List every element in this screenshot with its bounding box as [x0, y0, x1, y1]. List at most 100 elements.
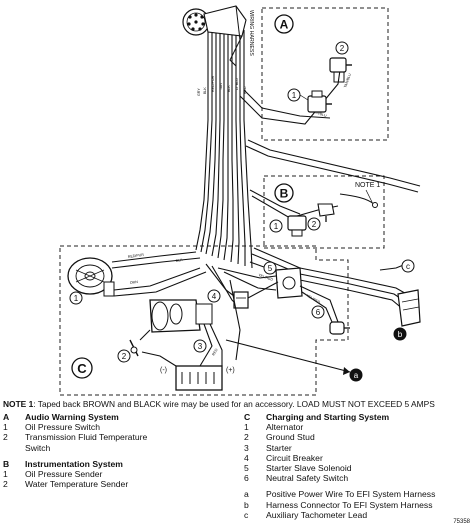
- svg-text:TAN: TAN: [219, 83, 223, 90]
- svg-text:BLK: BLK: [175, 258, 183, 263]
- svg-text:5: 5: [268, 264, 273, 273]
- svg-text:BLK: BLK: [227, 85, 231, 92]
- svg-text:1: 1: [274, 222, 279, 231]
- legend-item-key: [3, 443, 25, 453]
- legend-item: 2 Transmission Fluid Temperature: [3, 432, 231, 442]
- callout-c5: 5: [263, 261, 277, 275]
- starter-slave-solenoid: [275, 267, 303, 299]
- svg-text:1: 1: [292, 91, 297, 100]
- svg-text:c: c: [406, 262, 410, 271]
- branch-section-a: [239, 69, 421, 193]
- legend-item: 6 Neutral Safety Switch: [244, 473, 472, 483]
- legend-item-text: Neutral Safety Switch: [266, 473, 349, 484]
- starter: [149, 299, 213, 333]
- svg-text:1: 1: [74, 294, 79, 303]
- legend-item-text: Transmission Fluid Temperature: [25, 432, 148, 443]
- legend: NOTE 1: Taped back BROWN and BLACK wire …: [0, 399, 474, 530]
- wiring-diagram: WIRING HARNESS GRY BLK RED/PUR TAN BLK L…: [59, 5, 421, 396]
- legend-item-key: 2: [244, 432, 249, 443]
- svg-text:2: 2: [340, 44, 345, 53]
- svg-text:GRY: GRY: [197, 88, 201, 96]
- legend-item: 2 Ground Stud: [244, 432, 472, 442]
- callout-c3: 3: [193, 339, 207, 353]
- section-c-box: [59, 245, 349, 396]
- svg-text:2: 2: [312, 220, 317, 229]
- legend-item-key: 4: [244, 452, 249, 463]
- callout-c-circle: C: [71, 357, 93, 379]
- battery-minus-label: (-): [160, 367, 167, 374]
- legend-system-c: C Charging and Starting System: [244, 412, 472, 422]
- legend-item-key: 2: [3, 432, 8, 443]
- legend-item-key: b: [244, 499, 249, 510]
- trunk-wire-tags: GRY BLK RED/PUR TAN BLK LT BLU RED: [197, 75, 247, 96]
- legend-system-key: C: [244, 412, 251, 422]
- section-b-wires: [249, 189, 375, 219]
- svg-text:TAN/BLU: TAN/BLU: [343, 73, 352, 89]
- legend-item-key: c: [244, 509, 249, 520]
- efi-harness-connector: [397, 289, 421, 327]
- legend-item-key: 2: [3, 479, 8, 490]
- svg-text:A: A: [280, 18, 289, 32]
- oil-pressure-sender: [287, 215, 307, 237]
- svg-text:LT BLU: LT BLU: [235, 78, 239, 90]
- legend-system-key: B: [3, 458, 10, 469]
- legend-item-text: Starter: [266, 442, 292, 453]
- note-1-text: : Taped back BROWN and BLACK wire may be…: [33, 399, 435, 409]
- legend-item-text: Oil Pressure Switch: [25, 422, 100, 433]
- legend-item: Switch: [3, 443, 231, 453]
- wiring-harness-plug: [182, 5, 247, 67]
- legend-item-key: 1: [3, 469, 8, 480]
- legend-item-text: Ground Stud: [266, 432, 315, 443]
- svg-text:RED: RED: [243, 86, 247, 94]
- svg-text:YEL/RED: YEL/RED: [258, 273, 274, 282]
- oil-pressure-switch: [307, 90, 332, 113]
- callout-b2: 2: [307, 217, 321, 231]
- svg-text:BLK: BLK: [203, 87, 207, 94]
- svg-text:C: C: [77, 361, 87, 376]
- legend-col-left: A Audio Warning System 1 Oil Pressure Swi…: [3, 412, 231, 489]
- legend-system-key: A: [3, 412, 10, 422]
- svg-text:B: B: [280, 187, 289, 201]
- legend-item-text: Auxiliary Tachometer Lead: [266, 509, 368, 520]
- callout-a-circle: A: [274, 14, 294, 34]
- callout-b-circle: B: [274, 183, 294, 203]
- legend-item-key: 6: [244, 473, 249, 484]
- circuit-breaker: [233, 291, 249, 309]
- ground-stud: [129, 339, 139, 357]
- svg-text:RED: RED: [211, 348, 218, 357]
- svg-text:3: 3: [198, 342, 203, 351]
- legend-item-key: 3: [244, 442, 249, 453]
- legend-item-text: Circuit Breaker: [266, 452, 323, 463]
- note-1: NOTE 1: Taped back BROWN and BLACK wire …: [3, 399, 435, 409]
- legend-system-title: Instrumentation System: [25, 458, 123, 469]
- legend-item-text: Alternator: [266, 422, 304, 433]
- callout-a1: 1: [287, 88, 309, 102]
- callout-c6: 6: [311, 305, 325, 319]
- legend-item-key: a: [244, 489, 249, 500]
- callout-c1: 1: [69, 291, 83, 305]
- legend-item: 4 Circuit Breaker: [244, 453, 472, 463]
- harness-trunk: [195, 30, 253, 269]
- svg-text:2: 2: [122, 352, 127, 361]
- svg-text:(+): (+): [226, 367, 235, 374]
- note-1-callout: NOTE 1: [355, 182, 380, 208]
- svg-text:NOTE 1: NOTE 1: [355, 182, 380, 189]
- svg-text:YEL/RED: YEL/RED: [306, 293, 322, 304]
- svg-text:6: 6: [316, 308, 321, 317]
- svg-text:a: a: [354, 371, 359, 380]
- legend-lead-c: c Auxiliary Tachometer Lead: [244, 510, 472, 520]
- battery-plus-label: (+): [226, 367, 235, 374]
- legend-system-title: Audio Warning System: [25, 412, 119, 422]
- svg-text:b: b: [398, 330, 403, 339]
- svg-text:(-): (-): [160, 367, 167, 374]
- figure-code: 75358: [453, 518, 470, 525]
- legend-system-a: A Audio Warning System: [3, 412, 231, 422]
- callout-a2: 2: [335, 41, 349, 55]
- note-1-label: NOTE 1: [3, 399, 34, 409]
